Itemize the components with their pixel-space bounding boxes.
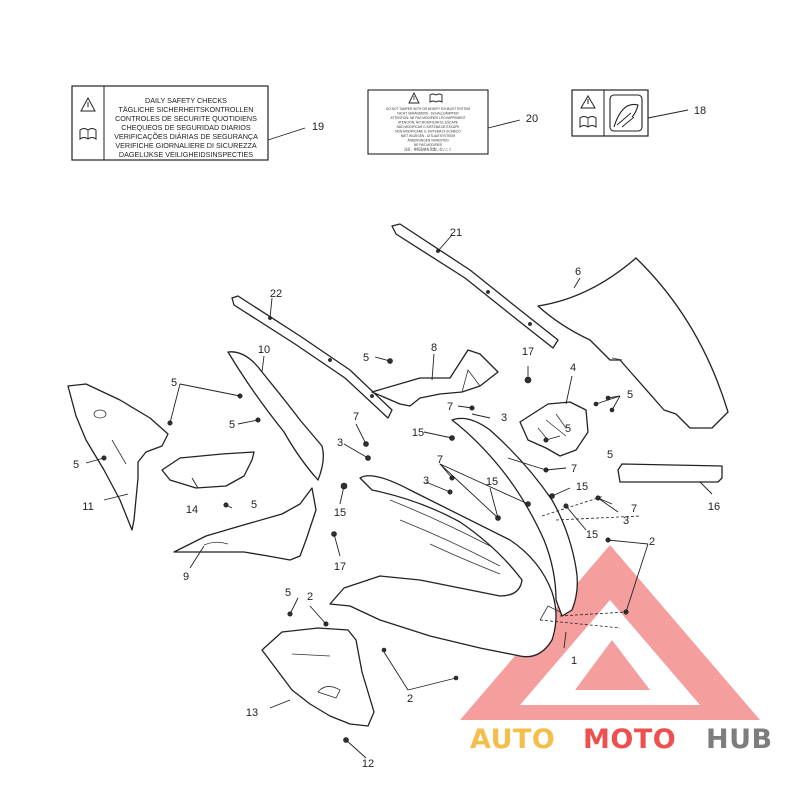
callout-10: 10: [258, 344, 270, 356]
callout-19: 19: [312, 121, 324, 133]
warning-triangle-icon: [408, 91, 420, 104]
book-icon: [429, 93, 443, 103]
label20-line-2: NICHT VERÄNDERN - SCHALLDÄMPFER: [397, 112, 459, 116]
callout-2-b: 2: [307, 591, 313, 603]
windscreen-icon: [609, 94, 643, 132]
callout-8: 8: [431, 342, 437, 354]
wordmark-auto: AUTO: [470, 724, 555, 755]
callout-13: 13: [246, 707, 258, 719]
warning-triangle-icon: [580, 95, 596, 109]
label19-line-4: CHEQUEOS DE SEGURIDAD DIARIOS: [121, 123, 251, 132]
callout-3-a: 3: [501, 412, 507, 424]
callout-2-c: 2: [407, 693, 413, 705]
callout-16: 16: [708, 501, 720, 513]
callout-5-g: 5: [73, 459, 79, 471]
bracket-panel-8: [371, 349, 499, 407]
callout-4: 4: [570, 362, 576, 374]
label20-line-1: DO NOT TAMPER WITH OR MODIFY EXHAUST SYS…: [386, 107, 470, 111]
callout-17-a: 17: [522, 346, 534, 358]
callout-2-a: 2: [649, 536, 655, 548]
callout-6: 6: [575, 266, 581, 278]
callout-15-e: 15: [586, 529, 598, 541]
callout-17-b: 17: [334, 561, 346, 573]
lower-panel-13: [261, 627, 375, 727]
automotohub-wordmark: AUTO MOTO HUB: [470, 724, 773, 755]
label19-line-3: CONTROLES DE SECURITE QUOTIDIENS: [115, 114, 257, 123]
label19-line-1: DAILY SAFETY CHECKS: [145, 96, 227, 105]
callout-5-i: 5: [285, 587, 291, 599]
trim-strip-16: [617, 463, 723, 483]
callout-3-c: 3: [423, 475, 429, 487]
icon-label-18: [571, 89, 649, 137]
callout-7-c: 7: [437, 454, 443, 466]
callout-7-e: 7: [631, 503, 637, 515]
label19-line-7: DAGELIJKSE VEILIGHEIDSINSPECTIES: [119, 150, 253, 159]
callout-15-d: 15: [334, 507, 346, 519]
book-icon: [579, 116, 597, 128]
callout-5-e: 5: [565, 423, 571, 435]
callout-21: 21: [450, 227, 462, 239]
safety-label-19: DAILY SAFETY CHECKS TÄGLICHE SICHERHEITS…: [71, 85, 269, 161]
main-fairing-1: [329, 417, 578, 658]
callout-11: 11: [82, 501, 93, 513]
mirror-mount-4: [519, 401, 589, 457]
leader-lines: [85, 109, 713, 759]
callout-14: 14: [186, 504, 198, 516]
label20-line-4: ATENCIÓN: NO MODIFICAR EL ESCAPE: [398, 120, 458, 125]
windscreen-6: [537, 257, 729, 429]
label20-line-3: ATTENTION: NE PAS MODIFIER L'ÉCHAPPEMENT: [390, 115, 465, 120]
callout-3-d: 3: [623, 515, 629, 527]
callout-3-b: 3: [337, 437, 343, 449]
label19-line-5: VERIFICAÇÕES DIÁRIAS DE SEGURANÇA: [114, 132, 258, 141]
automotohub-logo: [460, 545, 760, 720]
callout-7-d: 7: [571, 463, 577, 475]
label20-line-8: ÄNDERUNGEN VERBOTEN: [407, 139, 449, 143]
label20-line-7: NIET WIJZIGEN - UITLAATSYSTEEM: [401, 134, 456, 138]
seal-strip-21: [391, 223, 559, 349]
book-icon: [79, 128, 97, 140]
callout-5-d: 5: [229, 419, 235, 431]
callout-5-b: 5: [627, 389, 633, 401]
callout-18: 18: [694, 105, 706, 117]
label19-line-2: TÄGLICHE SICHERHEITSKONTROLLEN: [119, 105, 254, 114]
heat-shield-14: [161, 451, 255, 489]
callout-7-a: 7: [447, 401, 453, 413]
label20-line-9: NE PAS MODIFIER: [414, 143, 443, 147]
callout-20: 20: [526, 113, 538, 125]
callout-15-c: 15: [576, 481, 588, 493]
label19-line-6: VERIFICHE GIORNALIERE DI SICUREZZA: [115, 141, 257, 150]
callout-15-a: 15: [412, 427, 424, 439]
side-cover-11: [67, 383, 169, 531]
callout-5-f: 5: [607, 449, 613, 461]
label20-line-5: NÃO MODIFICAR O SISTEMA DE ESCAPE: [397, 124, 460, 129]
side-panel-10: [227, 351, 324, 481]
callout-22: 22: [270, 288, 282, 300]
callout-12: 12: [362, 758, 374, 770]
callout-5-a: 5: [363, 352, 369, 364]
callout-7-b: 7: [353, 411, 359, 423]
wordmark-hub: HUB: [706, 724, 773, 755]
inner-panel-9: [173, 487, 317, 561]
label20-line-10: 注意：排気系統を改造しないこと: [404, 147, 452, 152]
callout-1: 1: [571, 655, 577, 667]
callout-9: 9: [183, 571, 189, 583]
warning-label-20: DO NOT TAMPER WITH OR MODIFY EXHAUST SYS…: [367, 89, 489, 155]
label20-line-6: NON MODIFICARE IL SISTEMA DI SCARICO: [395, 130, 461, 134]
callouts: 19 20 18 21 6 22 10 8 5 17 4 5 5 7 3 5 7…: [73, 105, 720, 770]
callout-15-b: 15: [486, 476, 498, 488]
callout-5-c: 5: [171, 377, 177, 389]
warning-triangle-icon: [80, 96, 96, 112]
callout-5-h: 5: [251, 499, 257, 511]
wordmark-moto: MOTO: [583, 724, 676, 755]
